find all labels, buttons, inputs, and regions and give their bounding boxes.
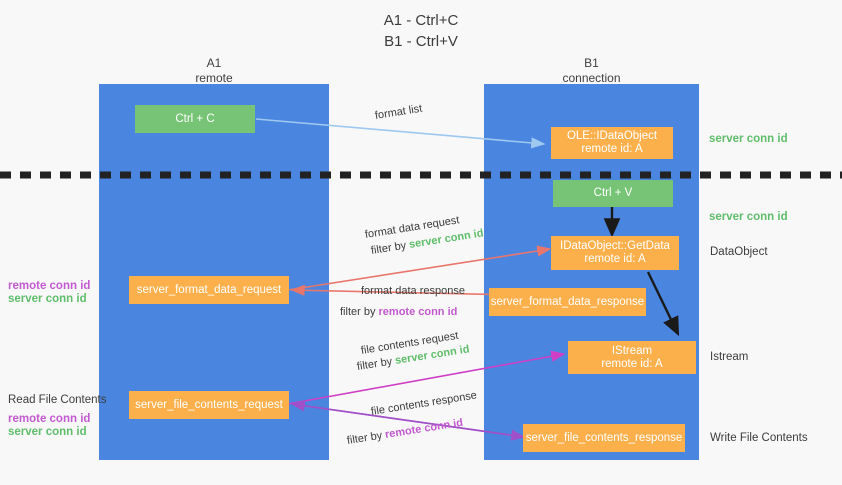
box-istream-line1: IStream [611, 344, 653, 357]
right-label-server-conn-id-top: server conn id [709, 133, 788, 145]
title-line-1: A1 - Ctrl+C [383, 12, 459, 29]
title-line-2: B1 - Ctrl+V [384, 33, 458, 50]
column-a1-name: A1 [206, 56, 222, 70]
right-label-istream: Istream [710, 351, 749, 363]
filter-prefix: filter by [340, 306, 379, 318]
box-ctrl-v[interactable]: Ctrl + V [553, 180, 673, 207]
right-label-write-file-contents: Write File Contents [710, 432, 808, 444]
right-label-server-conn-id-mid: server conn id [709, 211, 788, 223]
left-label-remote-conn-id-2: remote conn id [8, 413, 91, 425]
box-server-file-contents-response[interactable]: server_file_contents_response [523, 424, 685, 452]
box-server-format-data-response[interactable]: server_format_data_response [489, 288, 646, 316]
box-istream-line2: remote id: A [601, 357, 663, 370]
box-server-file-contents-request[interactable]: server_file_contents_request [129, 391, 289, 419]
box-idataobject-getdata[interactable]: IDataObject::GetData remote id: A [551, 236, 679, 270]
right-label-data-object: DataObject [710, 246, 768, 258]
box-getdata-line1: IDataObject::GetData [560, 240, 670, 252]
box-server-format-data-request[interactable]: server_format_data_request [129, 276, 289, 304]
diagram-title: A1 - Ctrl+C B1 - Ctrl+V [0, 10, 842, 52]
column-a1-sub: remote [195, 71, 233, 85]
box-istream[interactable]: IStream remote id: A [568, 341, 696, 374]
left-label-server-conn-id-2: server conn id [8, 426, 87, 438]
box-ctrl-c[interactable]: Ctrl + C [135, 105, 255, 133]
left-label-remote-conn-id-1: remote conn id [8, 280, 91, 292]
box-ole-idataobject-line1: OLE::IDataObject [566, 130, 658, 142]
box-ole-idataobject-line2: remote id: A [581, 143, 643, 155]
annotation-format-data-response: format data response [361, 285, 465, 297]
filter-value-remote-conn-id: remote conn id [378, 306, 458, 318]
left-label-read-file-contents: Read File Contents [8, 394, 107, 406]
box-ole-idataobject[interactable]: OLE::IDataObject remote id: A [551, 127, 673, 159]
column-b1-name: B1 [584, 56, 599, 70]
annotation-format-data-response-filter: filter by remote conn id [340, 306, 457, 318]
box-getdata-line2: remote id: A [584, 253, 646, 265]
column-header-b1: B1 connection [484, 56, 699, 86]
column-header-a1: A1 remote [99, 56, 329, 86]
column-b1-sub: connection [562, 71, 621, 85]
left-label-server-conn-id-1: server conn id [8, 293, 87, 305]
